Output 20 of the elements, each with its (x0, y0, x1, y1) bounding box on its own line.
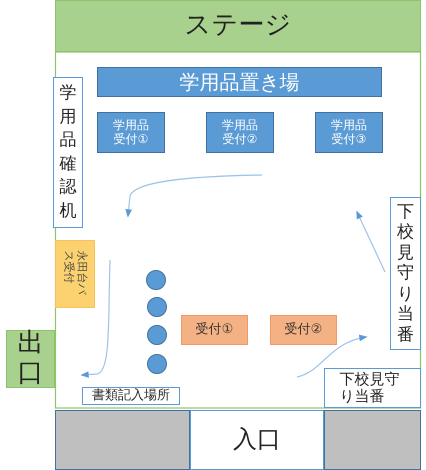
reception-desk: 学用品受付② (206, 112, 274, 153)
entrance-area: 入口 (190, 410, 324, 470)
waiting-circle (147, 354, 167, 374)
reception-desk: 受付① (181, 315, 248, 345)
reception-desk: 学用品受付① (97, 112, 165, 153)
check-desk: 学用品確認机 (53, 77, 83, 228)
wall-block (55, 410, 190, 470)
bus-reception-desk: 永田台バス受付 (55, 240, 95, 308)
storage-area: 学用品置き場 (97, 67, 382, 97)
waiting-circle (147, 325, 167, 345)
waiting-circle (147, 297, 167, 317)
reception-desk: 受付② (270, 315, 337, 345)
exit-area: 出口 (6, 330, 55, 388)
form-area: 書類記入場所 (82, 387, 180, 405)
stage-area: ステージ (55, 0, 421, 52)
guard-post: 下校見守り当番 (324, 368, 421, 408)
guard-post: 下校見守り当番 (390, 197, 421, 350)
wall-block (324, 410, 421, 470)
reception-desk: 学用品受付③ (315, 112, 383, 153)
waiting-circle (146, 270, 166, 290)
